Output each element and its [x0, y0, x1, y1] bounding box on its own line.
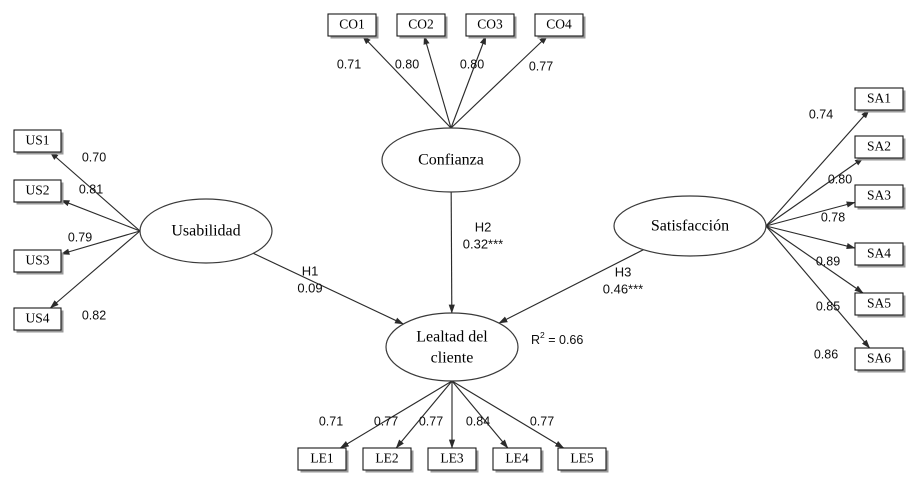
loading-arrow-sa3 [765, 201, 856, 227]
loading-arrow-le4 [451, 380, 509, 449]
structural-arrow-h2 [448, 191, 455, 314]
loading-arrow-le2 [395, 380, 453, 449]
loading-arrow-sa5 [765, 225, 864, 294]
loading-arrow-sa1 [765, 109, 870, 227]
path-hypothesis-h1: H1 [302, 263, 319, 278]
indicator-label-us4: US4 [25, 311, 49, 326]
indicator-box-sa4[interactable] [854, 242, 904, 266]
indicator-label-co2: CO2 [408, 17, 434, 32]
loading-value-co3: 0.80 [460, 57, 484, 71]
indicator-box-co1[interactable] [327, 13, 377, 37]
loading-arrow-sa4 [765, 225, 856, 250]
loading-arrow-sa2 [765, 157, 864, 227]
loading-value-us4: 0.82 [82, 308, 106, 322]
indicator-box-le2[interactable] [362, 447, 412, 471]
structural-arrow-h3 [498, 249, 644, 324]
indicator-box-co4[interactable] [534, 13, 584, 37]
construct-ellipse-confianza[interactable] [381, 127, 521, 193]
loading-value-co4: 0.77 [529, 59, 553, 73]
construct-label-lealtad-del-cliente-line1: Lealtad del [416, 329, 488, 346]
structural-arrow-h1 [253, 252, 404, 325]
r-squared-label: R2 = 0.66 [531, 330, 583, 347]
construct-ellipse-satisfaccion[interactable] [613, 195, 767, 257]
construct-label-lealtad-del-cliente-line2: cliente [431, 350, 474, 367]
path-arrow-layer [49, 35, 871, 449]
loading-value-le3: 0.77 [419, 414, 443, 428]
loading-value-us3: 0.79 [68, 230, 92, 244]
loading-value-le2: 0.77 [374, 414, 398, 428]
indicator-box-le3[interactable] [427, 447, 477, 471]
indicator-label-sa5: SA5 [867, 296, 891, 311]
loading-arrow-sa6 [765, 225, 871, 349]
numeric-label-layer: 0.70 0.81 0.79 0.82 0.71 0.80 0.80 0.77 0.74 0.80… [68, 57, 852, 428]
construct-ellipse-usabilidad[interactable] [139, 198, 273, 264]
indicator-label-sa2: SA2 [867, 139, 891, 154]
path-coefficient-h3: 0.46*** [603, 281, 643, 296]
path-coefficient-h1: 0.09 [297, 280, 322, 295]
indicator-box-us3[interactable] [13, 249, 62, 273]
indicator-label-le1: LE1 [310, 451, 333, 466]
indicator-label-us1: US1 [25, 133, 49, 148]
loading-arrow-us2 [60, 199, 141, 232]
loading-arrow-co3 [450, 35, 487, 129]
indicator-label-le3: LE3 [440, 451, 463, 466]
indicator-label-us2: US2 [25, 183, 49, 198]
path-hypothesis-h3: H3 [615, 264, 632, 279]
indicator-box-co2[interactable] [396, 13, 446, 37]
loading-arrow-co1 [362, 35, 452, 129]
indicator-box-co3[interactable] [465, 13, 515, 37]
loading-value-sa3: 0.78 [821, 210, 845, 224]
indicator-label-le2: LE2 [375, 451, 398, 466]
loading-value-le1: 0.71 [319, 414, 343, 428]
loading-value-co2: 0.80 [395, 57, 419, 71]
construct-label-usabilidad: Usabilidad [171, 223, 240, 240]
loading-value-sa1: 0.74 [809, 107, 833, 121]
loading-arrow-le5 [451, 380, 565, 449]
indicator-label-le5: LE5 [570, 451, 593, 466]
indicator-label-sa3: SA3 [867, 188, 891, 203]
path-coefficient-h2: 0.32*** [463, 236, 503, 251]
loading-arrow-co4 [450, 35, 548, 129]
construct-label-satisfaccion: Satisfacción [651, 218, 729, 235]
loading-value-sa6: 0.86 [814, 347, 838, 361]
indicator-box-us4[interactable] [13, 307, 62, 331]
construct-ellipse-lealtad-del-cliente[interactable] [385, 312, 519, 382]
path-hypothesis-h2: H2 [475, 219, 492, 234]
indicator-box-le1[interactable] [297, 447, 347, 471]
indicator-box-le4[interactable] [492, 447, 542, 471]
indicator-label-co3: CO3 [477, 17, 503, 32]
loading-value-sa5: 0.85 [816, 299, 840, 313]
indicator-box-sa1[interactable] [854, 87, 904, 111]
indicator-label-co1: CO1 [339, 17, 365, 32]
indicator-label-co4: CO4 [546, 17, 572, 32]
indicator-label-sa6: SA6 [867, 351, 891, 366]
loading-value-le5: 0.77 [530, 414, 554, 428]
loading-arrow-co2 [423, 35, 452, 129]
indicator-label-sa1: SA1 [867, 91, 891, 106]
loading-arrow-le1 [339, 380, 453, 449]
indicator-box-us2[interactable] [13, 179, 62, 203]
loading-arrow-us3 [60, 230, 141, 255]
indicator-box-le5[interactable] [557, 447, 607, 471]
loading-arrow-us4 [49, 230, 141, 309]
indicator-box-sa2[interactable] [854, 135, 904, 159]
construct-label-confianza: Confianza [418, 152, 484, 169]
indicator-box-sa5[interactable] [854, 292, 904, 316]
loading-value-us1: 0.70 [82, 150, 106, 164]
loading-value-le4: 0.84 [466, 414, 490, 428]
indicator-label-us3: US3 [25, 253, 49, 268]
loading-value-us2: 0.81 [79, 182, 103, 196]
loading-value-sa4: 0.89 [816, 254, 840, 268]
loading-arrow-us1 [49, 151, 141, 232]
indicator-label-le4: LE4 [505, 451, 528, 466]
indicator-label-sa4: SA4 [867, 246, 891, 261]
indicator-box-us1[interactable] [13, 129, 62, 153]
loading-value-sa2: 0.80 [828, 172, 852, 186]
indicator-box-sa3[interactable] [854, 184, 904, 208]
indicator-box-sa6[interactable] [854, 347, 904, 371]
loading-value-co1: 0.71 [337, 57, 361, 71]
